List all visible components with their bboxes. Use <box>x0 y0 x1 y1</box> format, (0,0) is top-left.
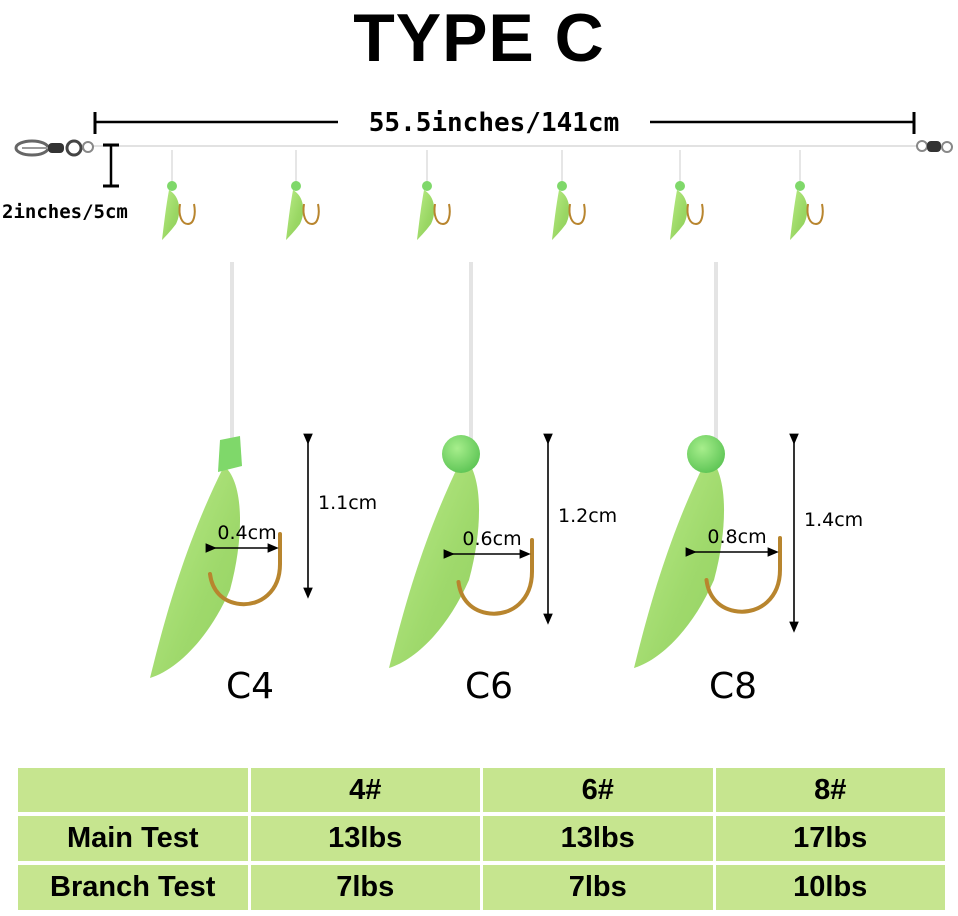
table-header-size-8: 8# <box>715 768 945 812</box>
table-header-corner <box>18 768 248 812</box>
small-lures <box>162 150 824 240</box>
row-label: Branch Test <box>18 865 248 910</box>
row-label: Main Test <box>18 816 248 861</box>
hook-size-label: C8 <box>709 666 757 707</box>
hook-size-label: C6 <box>465 666 513 707</box>
small-lure-icon <box>417 150 451 240</box>
hook-height-label: 1.1cm <box>318 492 377 514</box>
small-lure-icon <box>670 150 704 240</box>
main-length-dimension: 55.5inches/141cm <box>93 108 916 138</box>
bead-icon <box>442 435 480 473</box>
small-lure-icon <box>162 150 196 240</box>
small-lure-icon <box>286 150 320 240</box>
small-lure-icon <box>790 150 824 240</box>
hook-icon <box>456 538 534 616</box>
branch-length-dimension: 2inches/5cm <box>2 143 128 223</box>
snap-swivel-icon <box>14 139 94 157</box>
hook-icon <box>208 532 282 607</box>
table-cell: 13lbs <box>250 816 480 861</box>
main-length-label: 55.5inches/141cm <box>369 108 619 138</box>
table-cell: 13lbs <box>483 816 713 861</box>
hook-gap-label: 0.6cm <box>462 528 521 550</box>
hook-height-label: 1.2cm <box>558 505 617 527</box>
table-row-branch-test: Branch Test 7lbs 7lbs 10lbs <box>18 865 945 910</box>
table-header-size-6: 6# <box>483 768 713 812</box>
branch-length-label: 2inches/5cm <box>2 201 128 223</box>
table-row-main-test: Main Test 13lbs 13lbs 17lbs <box>18 816 945 861</box>
table-cell: 7lbs <box>483 865 713 910</box>
lure-skirt <box>389 456 480 668</box>
table-header-size-4: 4# <box>250 768 480 812</box>
table-cell: 10lbs <box>715 865 945 910</box>
lure-skirt <box>634 456 725 668</box>
small-lure-icon <box>552 150 586 240</box>
table-cell: 7lbs <box>250 865 480 910</box>
spec-table: 4# 6# 8# Main Test 13lbs 13lbs 17lbs Bra… <box>15 764 948 914</box>
hook-gap-label: 0.4cm <box>217 522 276 544</box>
bead-icon <box>687 435 725 473</box>
barrel-swivel-icon <box>916 140 953 153</box>
table-cell: 17lbs <box>715 816 945 861</box>
hook-height-label: 1.4cm <box>804 509 863 531</box>
lure-skirt <box>150 466 241 678</box>
product-title: TYPE C <box>353 0 605 76</box>
table-header-row: 4# 6# 8# <box>18 768 945 812</box>
hook-icon <box>704 536 782 614</box>
bead-icon <box>218 436 242 472</box>
hook-gap-label: 0.8cm <box>707 526 766 548</box>
hook-size-label: C4 <box>226 666 274 707</box>
